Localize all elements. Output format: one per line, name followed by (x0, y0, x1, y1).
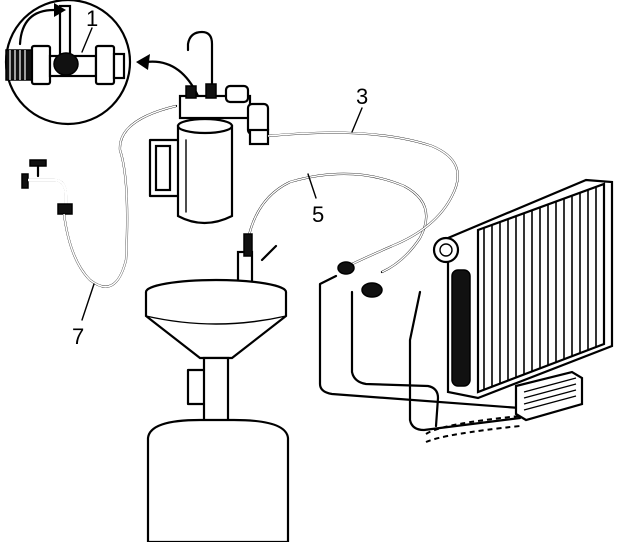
drain-container (146, 418, 290, 542)
hose-7 (62, 104, 178, 288)
radiator (432, 178, 614, 400)
callout-7: 7 (72, 324, 84, 349)
drain-funnel (144, 233, 288, 424)
valve-detail-inset (4, 0, 132, 126)
callout-3: 3 (356, 84, 368, 109)
hose-3 (266, 131, 459, 270)
hose-5 (244, 172, 428, 274)
flush-vessel (148, 30, 270, 225)
callout-leaders (81, 27, 363, 321)
water-tap (21, 159, 73, 215)
callout-1: 1 (86, 6, 98, 31)
heater-core (514, 370, 584, 422)
callout-5: 5 (312, 202, 324, 227)
engine-hoses (318, 261, 522, 443)
